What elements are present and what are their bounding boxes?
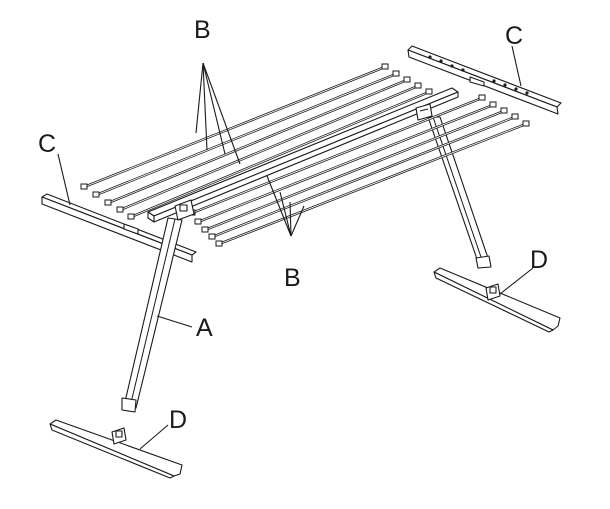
leader-lines <box>57 45 534 450</box>
label-b-top: B <box>194 16 211 44</box>
label-a: A <box>196 314 213 342</box>
label-d-right: D <box>530 246 548 274</box>
right-cross-bar <box>407 45 562 115</box>
center-bar <box>147 87 459 223</box>
left-foot <box>49 419 183 479</box>
left-cross-bar <box>41 193 197 263</box>
rods <box>80 63 530 247</box>
label-c-left: C <box>38 130 56 158</box>
label-c-right: C <box>505 22 523 50</box>
right-foot <box>433 267 561 333</box>
label-d-left: D <box>169 406 187 434</box>
right-hinge-bracket <box>415 103 433 121</box>
left-hinge-bracket <box>174 199 195 221</box>
label-b-bottom: B <box>284 264 301 292</box>
